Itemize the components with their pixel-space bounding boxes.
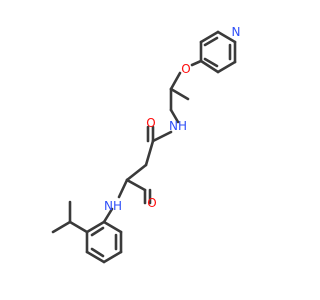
- bond: [117, 178, 129, 199]
- atom-labels: O N O NH O NH: [104, 25, 240, 213]
- bond: [90, 226, 105, 237]
- bond: [102, 220, 123, 234]
- bond: [144, 139, 155, 167]
- bond: [216, 30, 237, 44]
- bond: [102, 207, 114, 224]
- bond: [216, 60, 237, 74]
- bond: [199, 30, 220, 44]
- bond: [51, 220, 72, 234]
- structure-canvas: O N O NH O NH: [51, 25, 240, 264]
- atom-o-amide-top: O: [146, 116, 155, 130]
- bond: [68, 220, 89, 234]
- bond: [85, 220, 106, 234]
- bond: [102, 250, 123, 264]
- atom-o-amide-bottom: O: [147, 196, 156, 210]
- bond: [125, 178, 147, 192]
- bond: [169, 71, 182, 91]
- pyridine-ring: [199, 30, 237, 74]
- bond: [169, 87, 190, 101]
- molecule-diagram: O N O NH O NH: [51, 25, 240, 264]
- bond: [199, 59, 220, 74]
- side-chain: [102, 59, 203, 224]
- atom-nh-amide-top: NH: [169, 119, 187, 133]
- bond: [203, 36, 219, 47]
- bond: [169, 108, 180, 124]
- bond: [90, 247, 105, 258]
- atom-o-ether: O: [181, 62, 190, 76]
- bond: [203, 57, 219, 68]
- bond: [190, 59, 203, 67]
- isopropyl-group: [51, 200, 89, 234]
- atom-n-pyridine: N: [232, 25, 241, 39]
- phenyl-ring: [85, 220, 123, 264]
- atom-nh-amide-bottom: NH: [104, 199, 122, 213]
- bond: [85, 250, 106, 264]
- bond: [125, 163, 148, 182]
- bond: [151, 130, 173, 143]
